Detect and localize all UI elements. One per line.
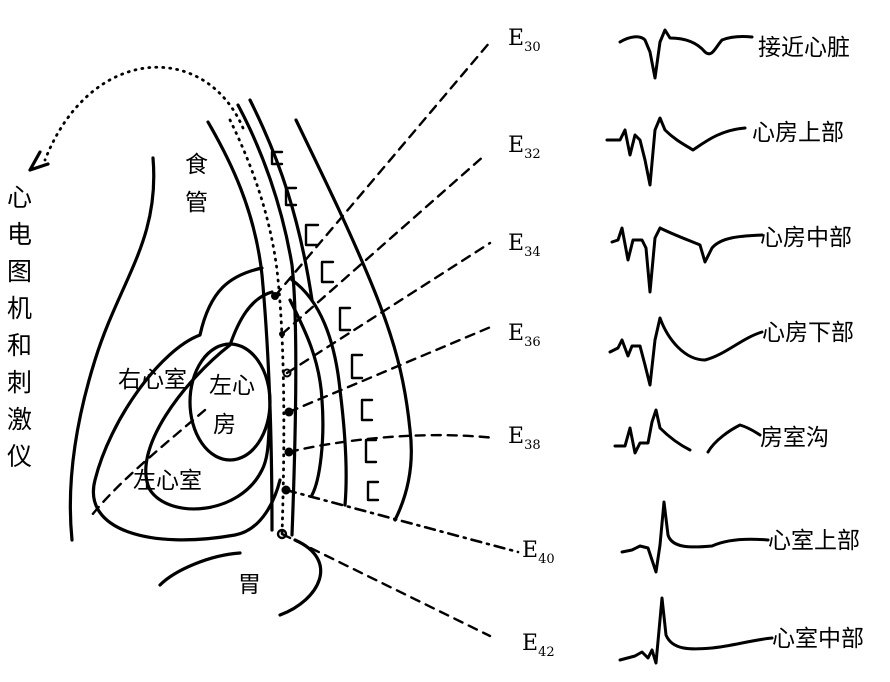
stomach-label: 胃 [238, 572, 261, 598]
ecg-traces [605, 28, 774, 665]
electrode-label: E40 [522, 538, 555, 567]
body-outline [68, 156, 156, 542]
left-atrium-outline [188, 342, 272, 462]
electrode-label: E30 [508, 26, 541, 55]
heart-outline [91, 266, 282, 542]
aorta-wall [248, 98, 314, 302]
ecg-trace [608, 316, 764, 387]
electrode-label: E34 [508, 231, 541, 260]
esophagus-wall-right [236, 103, 298, 537]
vertebrae [270, 150, 380, 502]
stomach-outline [278, 538, 323, 617]
electrode-label: E42 [522, 631, 555, 660]
septum-dash [90, 408, 207, 517]
electrode-dot [276, 528, 288, 540]
ecg-trace [610, 226, 764, 294]
device-label-char: 图 [7, 257, 32, 286]
device-label-char: 和 [7, 331, 32, 360]
projection-line [284, 488, 520, 554]
esophagus-label-top: 食 [185, 152, 208, 178]
position-label: 心室上部 [768, 528, 860, 554]
ecg-trace [618, 596, 774, 665]
projection-line [280, 532, 492, 638]
projection-line [287, 433, 497, 454]
position-label: 接近心脏 [758, 35, 850, 61]
projection-line [287, 324, 495, 414]
device-label-char: 激 [7, 405, 32, 434]
left-ventricle-label: 左心室 [133, 468, 202, 494]
ventricle-outline [144, 290, 274, 511]
catheter [228, 118, 286, 537]
electrode-label: E32 [508, 133, 541, 162]
device-label: 心 电 图 机 和 刺 激 仪 [7, 183, 32, 471]
device-label-char: 机 [7, 294, 32, 323]
position-label: 心房中部 [760, 225, 852, 251]
projection-line [280, 153, 487, 336]
spine-outline [294, 118, 413, 522]
electrode-label: E36 [508, 321, 541, 350]
device-label-char: 电 [7, 220, 32, 249]
position-label: 心房下部 [762, 320, 854, 346]
esophagus-label-bottom: 管 [185, 190, 208, 216]
projection-lines [273, 40, 520, 638]
electrode-label: E38 [508, 424, 541, 453]
pericardium-arc [288, 298, 325, 497]
stomach-outline [158, 551, 242, 587]
ecg-trace [620, 500, 770, 574]
position-label: 心室中部 [772, 626, 864, 652]
position-label: 心房上部 [752, 120, 844, 146]
left-atrium-label-top: 左心 [209, 373, 255, 399]
right-ventricle-label: 右心室 [118, 367, 187, 393]
device-label-char: 仪 [7, 442, 32, 471]
lead-wire [43, 65, 245, 162]
ecg-trace [605, 116, 747, 187]
device-label-char: 心 [7, 183, 32, 212]
arrow-head-icon [28, 150, 50, 172]
electrode-dot [282, 368, 292, 378]
device-label-char: 刺 [7, 368, 32, 397]
left-atrium-label-bottom: 房 [213, 412, 236, 438]
position-label: 房室沟 [760, 425, 829, 451]
ecg-trace [618, 28, 754, 80]
projection-line [273, 40, 492, 298]
ecg-trace [613, 408, 762, 455]
projection-line [285, 241, 492, 375]
esophagus-wall-left [206, 120, 274, 532]
